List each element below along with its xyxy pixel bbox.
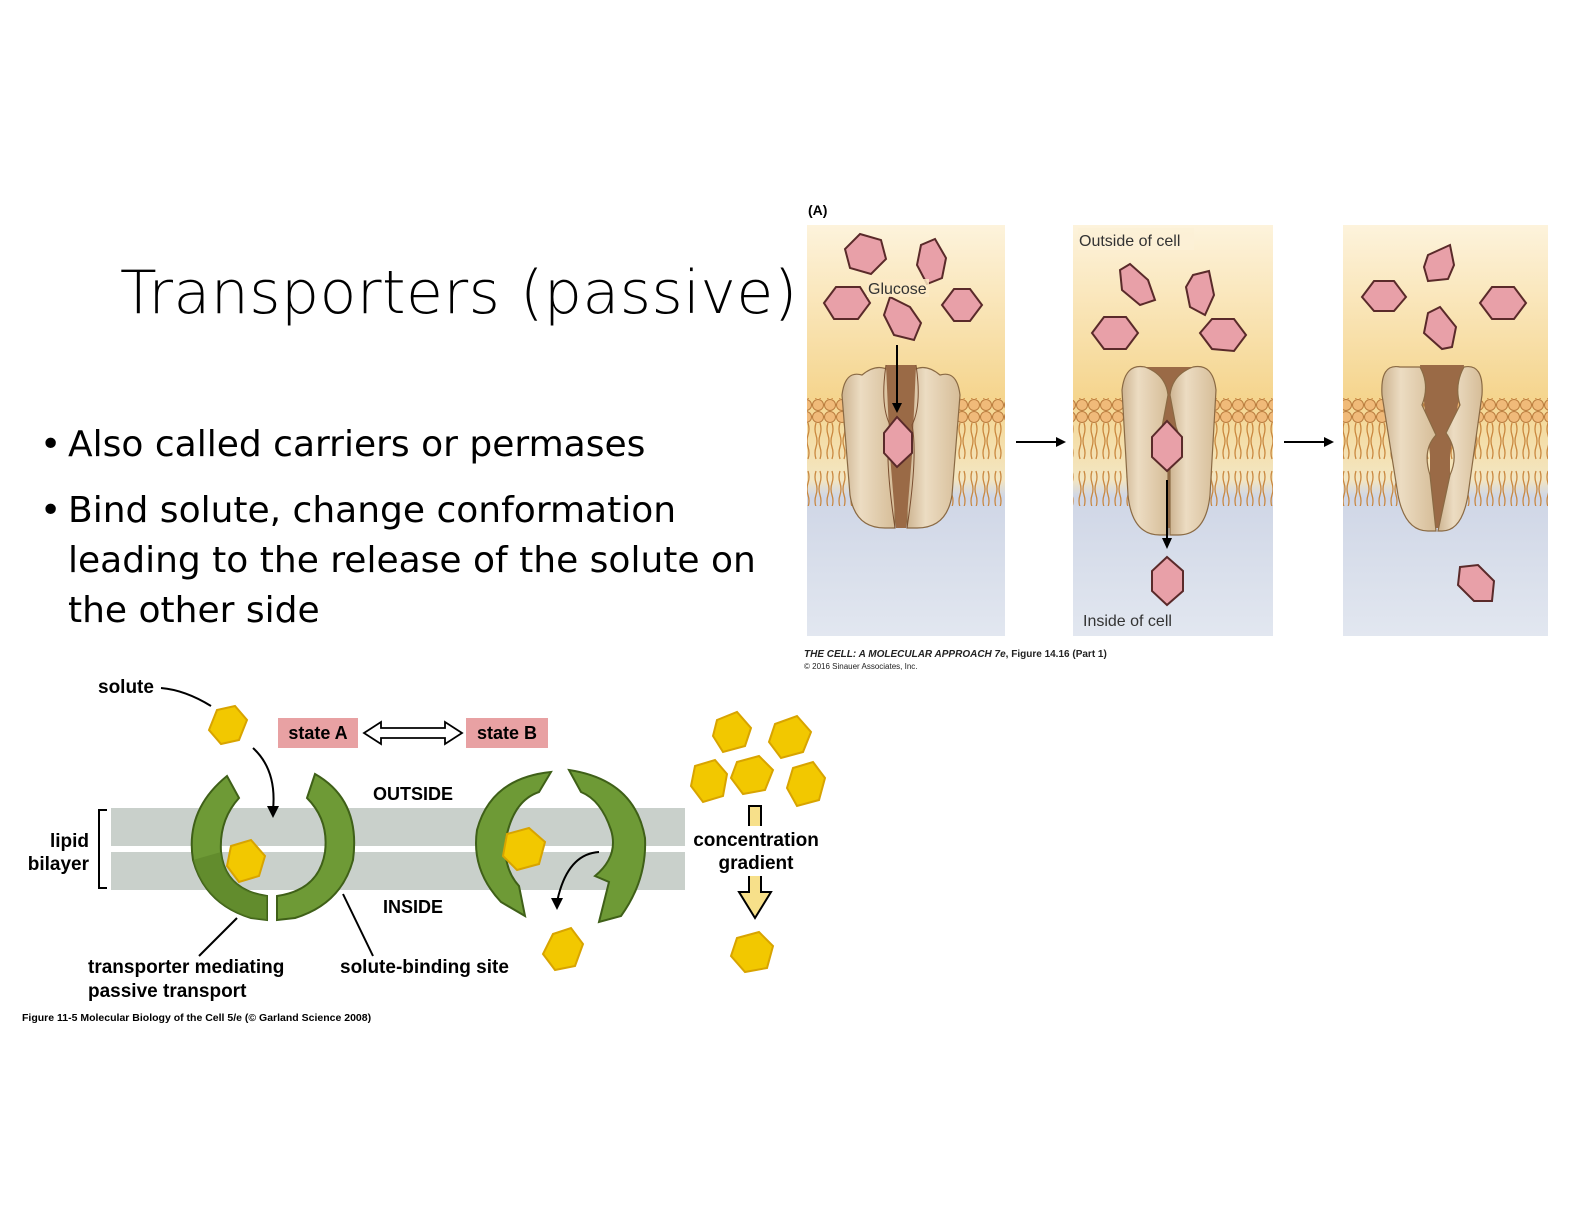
transporter-state-b	[475, 768, 647, 972]
slide-title: Transporters (passive)	[120, 258, 798, 328]
carrier-protein	[841, 366, 896, 529]
double-arrow	[362, 720, 464, 746]
glucose-label: Glucose	[868, 281, 927, 298]
solute-label: solute	[98, 677, 154, 698]
gradient-label: gradient	[719, 853, 795, 874]
panel-1: Glucose	[807, 225, 1005, 636]
bullet-item: Bind solute, change conformation leading…	[40, 486, 760, 636]
bilayer-label: bilayer	[28, 854, 90, 875]
bullet-list: Also called carriers or permases Bind so…	[40, 420, 760, 652]
concentration-label: concentration	[693, 830, 819, 851]
lipid-label: lipid	[50, 831, 89, 852]
figure-a: (A) Glucose Outside of cell	[804, 202, 1548, 671]
bullet-item: Also called carriers or permases	[40, 420, 760, 470]
transporter-state-a	[190, 772, 356, 922]
outside-text: OUTSIDE	[373, 784, 453, 804]
panel-2: Outside of cell Inside of cell	[1073, 225, 1273, 636]
state-a-label: state A	[288, 723, 347, 743]
panel-3	[1343, 225, 1548, 636]
panel-label: (A)	[808, 202, 827, 218]
inside-text: INSIDE	[383, 897, 443, 917]
caption-b: Figure 11-5 Molecular Biology of the Cel…	[22, 1012, 371, 1024]
state-b-box	[466, 718, 548, 748]
transporter-label-2: passive transport	[88, 981, 247, 1002]
copyright-a: © 2016 Sinauer Associates, Inc.	[804, 662, 918, 671]
transporter-label-1: transporter mediating	[88, 957, 284, 978]
solute-cluster	[689, 710, 827, 974]
state-a-box	[278, 718, 358, 748]
caption-a-rest: , Figure 14.16 (Part 1)	[1006, 649, 1107, 660]
outside-label: Outside of cell	[1079, 233, 1180, 250]
figure-b: lipid bilayer solute state A state B OUT…	[22, 677, 827, 1024]
state-b-label: state B	[477, 723, 537, 743]
inside-label: Inside of cell	[1083, 613, 1172, 630]
binding-site-label: solute-binding site	[340, 957, 509, 978]
caption-a: THE CELL: A MOLECULAR APPROACH 7e, Figur…	[804, 649, 1107, 660]
solute	[207, 704, 249, 746]
caption-a-title: THE CELL: A MOLECULAR APPROACH 7e	[804, 649, 1006, 660]
